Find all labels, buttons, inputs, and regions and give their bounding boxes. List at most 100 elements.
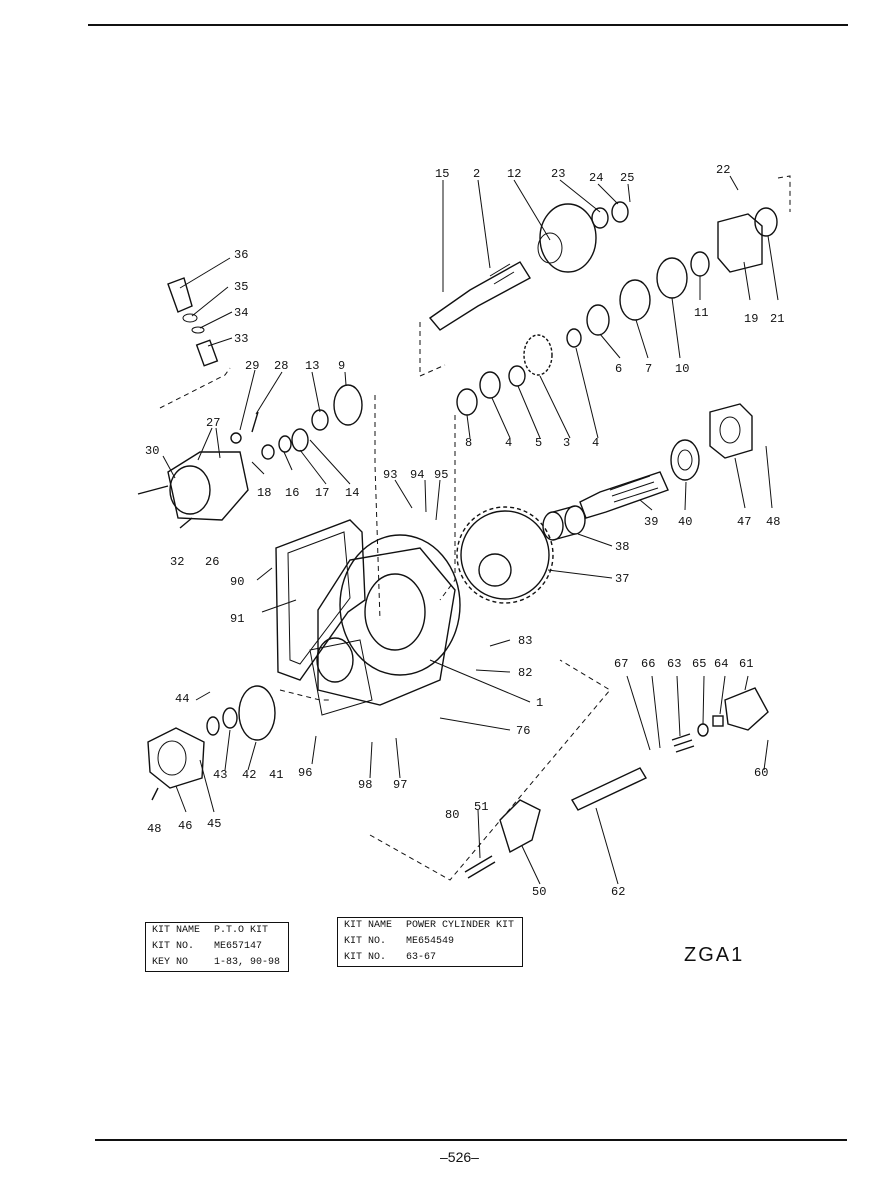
callout: 65 [692, 657, 706, 671]
table-row: KIT NAME P.T.O KIT [146, 923, 289, 940]
callout: 44 [175, 692, 189, 706]
kit-value: P.T.O KIT [214, 925, 269, 936]
callout: 30 [145, 444, 159, 458]
callout: 5 [535, 436, 542, 450]
shaft-39-splines [609, 475, 659, 503]
callout: 1 [536, 696, 543, 710]
bearing-7 [619, 279, 651, 321]
spacer-4a [566, 328, 582, 348]
bolt-32 [179, 517, 193, 529]
kit-value: 1-83, 90-98 [214, 957, 281, 968]
bearing-8 [456, 388, 478, 416]
callout: 98 [358, 778, 372, 792]
nut-24 [611, 201, 629, 223]
callout: 33 [234, 332, 248, 346]
cover-19 [717, 213, 763, 273]
callout: 90 [230, 575, 244, 589]
callout: 48 [147, 822, 161, 836]
spring-80 [464, 855, 496, 879]
callouts: 15 2 12 23 24 25 22 36 35 34 33 29 28 13… [145, 163, 784, 899]
callout: 15 [435, 167, 449, 181]
nut-13 [311, 409, 329, 431]
shaft-2 [428, 261, 531, 331]
ring-65 [697, 723, 709, 737]
housing-bore [364, 573, 426, 651]
leader-lines [162, 175, 779, 885]
nut-16 [261, 444, 275, 460]
callout: 24 [589, 171, 603, 185]
top-rule [88, 24, 848, 26]
cylinder-26-bore [169, 465, 211, 515]
callout: 7 [645, 362, 652, 376]
washer-42 [222, 707, 238, 729]
callout: 66 [641, 657, 655, 671]
sleeve-38-end2 [564, 505, 586, 535]
callout: 23 [551, 167, 565, 181]
kit-value: ME657147 [214, 941, 263, 952]
callout: 27 [206, 416, 220, 430]
fork-50 [499, 799, 541, 854]
flange-12 [539, 203, 597, 273]
callout: 48 [766, 515, 780, 529]
callout: 13 [305, 359, 319, 373]
bolt-30 [137, 485, 169, 495]
page-number: –526– [440, 1149, 479, 1165]
callout: 93 [383, 468, 397, 482]
bearing-10 [656, 257, 688, 299]
plug-33 [195, 339, 219, 367]
sleeve-38-end [542, 511, 564, 541]
callout: 36 [234, 248, 248, 262]
housing-body [317, 547, 456, 706]
bearing-9 [333, 384, 363, 426]
callout: 63 [667, 657, 681, 671]
callout: 32 [170, 555, 184, 569]
washer-14 [291, 428, 309, 452]
gasket-91-inner [287, 531, 351, 665]
nut-29 [230, 432, 242, 444]
housing-flange [339, 534, 461, 676]
kit-label: KIT NO. [344, 936, 387, 947]
bearing-41 [238, 685, 276, 741]
kit-label: KIT NO. [344, 952, 387, 963]
kit-table-pto: KIT NAME P.T.O KIT KIT NO. ME657147 KEY … [145, 922, 290, 972]
rod-62 [571, 767, 647, 811]
callout: 16 [285, 486, 299, 500]
bolt-48b [151, 787, 159, 801]
cover-46 [147, 727, 205, 789]
callout: 8 [465, 436, 472, 450]
callout: 28 [274, 359, 288, 373]
valve-36 [167, 277, 193, 313]
bolt-28 [251, 411, 259, 433]
callout: 9 [338, 359, 345, 373]
callout: 76 [516, 724, 530, 738]
housing-lower [309, 639, 373, 716]
callout: 96 [298, 766, 312, 780]
callout: 10 [675, 362, 689, 376]
kit-label: KEY NO [152, 957, 189, 968]
callout: 2 [473, 167, 480, 181]
kit-value: 63-67 [406, 952, 437, 963]
shaft-2-splines [489, 263, 515, 285]
callout: 47 [737, 515, 751, 529]
callout: 62 [611, 885, 625, 899]
table-row: KIT NO. ME657147 [146, 939, 289, 955]
callout: 39 [644, 515, 658, 529]
kit-label: KIT NO. [152, 941, 195, 952]
callout: 67 [614, 657, 628, 671]
oring-34 [191, 326, 205, 334]
gasket-91 [275, 519, 366, 681]
table-row: KIT NO. 63-67 [338, 950, 523, 967]
callout: 51 [474, 800, 488, 814]
callout: 60 [754, 766, 768, 780]
washer-23 [591, 207, 609, 229]
cover-47 [709, 403, 753, 459]
seal-21 [754, 207, 778, 237]
gear-37-teeth [456, 506, 554, 604]
part-shapes [137, 201, 778, 879]
shaft-39 [579, 471, 669, 519]
sleeve-38 [552, 505, 576, 541]
housing-port [316, 637, 354, 683]
callout: 12 [507, 167, 521, 181]
callout: 46 [178, 819, 192, 833]
gear-3 [523, 334, 553, 376]
